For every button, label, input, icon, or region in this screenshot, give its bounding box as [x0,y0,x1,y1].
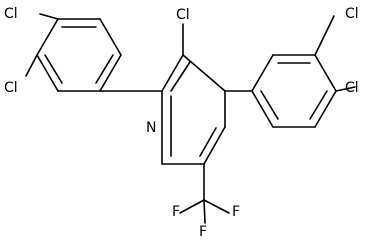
bond [203,199,206,224]
bond [99,54,122,92]
bond [25,54,38,77]
bond [179,199,205,214]
bond [309,90,328,120]
fluorine-atom-label: F [232,204,240,220]
chlorine-atom-label: Cl [176,7,190,23]
bond [99,18,122,56]
bond [203,126,226,165]
bond [161,54,184,92]
bond-lines [25,13,356,224]
bond [44,54,63,84]
chlorine-atom-label: Cl [4,6,18,22]
bond [314,54,337,92]
fluorine-atom-label: F [172,204,180,220]
bond [39,13,59,20]
bond [36,54,59,92]
fluorine-atom-label: F [199,224,207,238]
nitrogen-atom-label: N [146,120,156,136]
bond [314,15,335,56]
bond [260,90,279,120]
bond [199,127,217,157]
bond [95,54,114,84]
chlorine-atom-label: Cl [345,80,359,96]
bond [251,90,274,128]
bond [182,54,226,92]
chlorine-atom-label: Cl [345,6,359,22]
chlorine-atom-label: Cl [4,80,18,96]
bond [203,199,230,214]
bond [335,86,356,92]
bond [170,61,191,92]
bond [36,18,59,56]
bond [314,90,337,128]
bond [251,54,274,92]
atom-labels: Cl Cl Cl Cl Cl N F F F [4,6,359,238]
